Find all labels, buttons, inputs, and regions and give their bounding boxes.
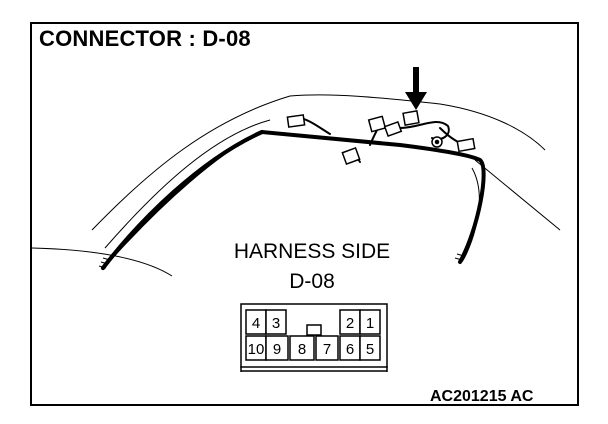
pin-label: 1	[366, 315, 374, 332]
pin-label: 7	[323, 341, 331, 358]
down-arrow-icon	[405, 67, 427, 110]
connector-pin-labels: 4 3 2 1 10 9 8 7 6 5	[248, 315, 375, 358]
pin-label: 8	[298, 341, 306, 358]
pin-label: 6	[346, 341, 354, 358]
pin-label: 10	[248, 341, 265, 358]
pin-label: 9	[273, 341, 281, 358]
wire-tick-marks	[98, 253, 465, 269]
image-reference-code: AC201215 AC	[430, 388, 534, 405]
connector-face	[240, 303, 388, 372]
pin-label: 4	[252, 315, 260, 332]
harness-connectors	[286, 110, 476, 165]
pin-label: 5	[366, 341, 374, 358]
harness-side-label: HARNESS SIDE	[233, 240, 391, 263]
harness-connector-code: D-08	[289, 270, 335, 293]
connector-title: CONNECTOR : D-08	[39, 26, 251, 51]
pin-label: 3	[272, 315, 280, 332]
diagram-frame	[30, 22, 579, 406]
pin-label: 2	[346, 315, 354, 332]
